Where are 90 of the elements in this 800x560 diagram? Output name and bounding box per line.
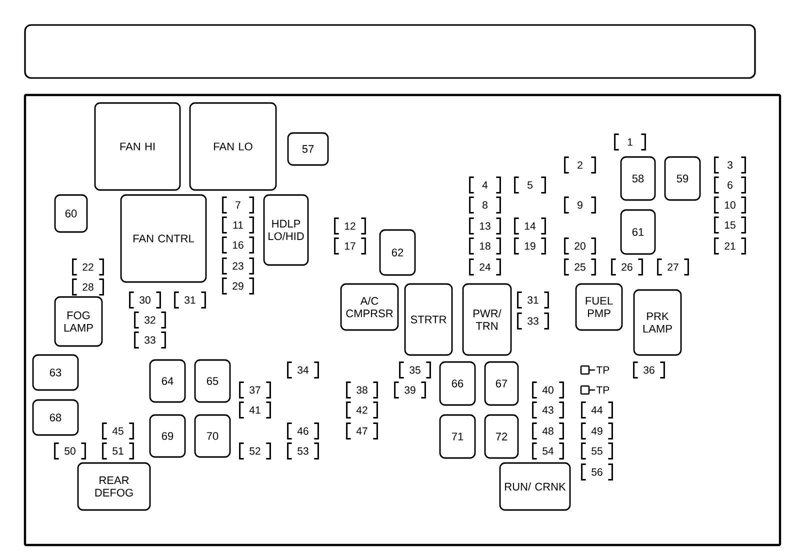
fuse: 49 bbox=[581, 422, 613, 440]
fuse: 33 bbox=[517, 312, 549, 330]
fuse: 36 bbox=[633, 362, 665, 378]
fuse: 21 bbox=[714, 238, 746, 254]
fuse: 20 bbox=[564, 238, 596, 254]
relay-box: 61 bbox=[620, 209, 656, 255]
fuse: 34 bbox=[287, 362, 319, 378]
relay-box: 63 bbox=[32, 354, 79, 391]
relay-box: FAN LO bbox=[189, 102, 277, 191]
fuse: 54 bbox=[532, 442, 564, 460]
fuse: 40 bbox=[532, 382, 564, 398]
fuse: 6 bbox=[714, 176, 746, 194]
fuse: 41 bbox=[239, 402, 271, 418]
fuse: 5 bbox=[514, 176, 546, 194]
fuse: 24 bbox=[469, 258, 501, 276]
fuse: 37 bbox=[239, 382, 271, 398]
fuse: 32 bbox=[134, 312, 166, 328]
relay-box: 72 bbox=[484, 414, 519, 459]
cover-box bbox=[24, 24, 756, 79]
fuse: 7 bbox=[222, 196, 254, 214]
fuse: 28 bbox=[72, 278, 104, 296]
fuse: 25 bbox=[564, 258, 596, 276]
relay-box: PRK LAMP bbox=[633, 289, 682, 356]
fuse: 16 bbox=[222, 236, 254, 254]
relay-box: FUEL PMP bbox=[575, 283, 623, 331]
relay-box: 68 bbox=[32, 399, 79, 436]
fuse: 45 bbox=[102, 422, 134, 440]
fuse: 47 bbox=[346, 422, 378, 440]
test-point-label: TP bbox=[596, 386, 610, 394]
relay-box: 62 bbox=[379, 229, 416, 276]
relay-box: 64 bbox=[149, 359, 186, 403]
fuse: 12 bbox=[334, 218, 366, 234]
fuse: 35 bbox=[399, 362, 431, 378]
fuse: 3 bbox=[714, 156, 746, 174]
fuse: 22 bbox=[72, 258, 104, 276]
relay-box: 71 bbox=[439, 414, 476, 459]
relay-box: FOG LAMP bbox=[54, 296, 103, 347]
fuse: 30 bbox=[129, 292, 161, 308]
fuse: 8 bbox=[469, 196, 501, 214]
fuse: 1 bbox=[614, 134, 646, 150]
fuse: 19 bbox=[514, 238, 546, 254]
fuse: 53 bbox=[287, 442, 319, 460]
relay-box: 58 bbox=[620, 156, 656, 201]
fuse: 50 bbox=[54, 442, 86, 460]
fuse: 42 bbox=[346, 402, 378, 418]
relay-box: HDLP LO/HID bbox=[263, 194, 309, 266]
fuse: 26 bbox=[611, 258, 643, 276]
relay-box: STRTR bbox=[404, 283, 453, 356]
relay-box: 65 bbox=[194, 359, 231, 403]
fuse: 33 bbox=[134, 332, 166, 348]
relay-box: FAN CNTRL bbox=[120, 194, 207, 283]
fuse: 31 bbox=[174, 292, 206, 308]
fuse: 48 bbox=[532, 422, 564, 440]
fuse: 13 bbox=[469, 218, 501, 234]
fuse: 10 bbox=[714, 196, 746, 214]
relay-box: 60 bbox=[54, 194, 88, 233]
fuse: 15 bbox=[714, 216, 746, 234]
fuse: 23 bbox=[222, 258, 254, 274]
fuse: 27 bbox=[657, 258, 689, 276]
fuse: 51 bbox=[102, 442, 134, 460]
fuse: 14 bbox=[514, 218, 546, 234]
fuse: 18 bbox=[469, 238, 501, 254]
fuse: 38 bbox=[346, 382, 378, 398]
fuse: 2 bbox=[564, 156, 596, 174]
relay-box: 67 bbox=[484, 361, 519, 406]
relay-box: 69 bbox=[149, 414, 186, 458]
fuse: 43 bbox=[532, 402, 564, 418]
fuse: 9 bbox=[564, 196, 596, 214]
fuse: 31 bbox=[517, 292, 549, 308]
fuse: 44 bbox=[581, 402, 613, 418]
fuse: 11 bbox=[222, 216, 254, 234]
fuse: 17 bbox=[334, 238, 366, 254]
test-point-label: TP bbox=[596, 366, 610, 374]
relay-box: 59 bbox=[664, 156, 701, 201]
relay-box: RUN/ CRNK bbox=[499, 462, 571, 511]
relay-box: FAN HI bbox=[94, 102, 181, 191]
relay-box: PWR/ TRN bbox=[462, 283, 512, 356]
fuse: 46 bbox=[287, 422, 319, 440]
panel-frame bbox=[24, 94, 782, 546]
fuse: 39 bbox=[394, 382, 426, 398]
fuse: 52 bbox=[239, 442, 271, 460]
fuse: 29 bbox=[222, 278, 254, 294]
fuse: 56 bbox=[581, 464, 613, 480]
fuse: 4 bbox=[469, 176, 501, 194]
relay-box: 66 bbox=[439, 361, 476, 406]
fuse: 55 bbox=[581, 442, 613, 460]
relay-box: 70 bbox=[194, 414, 231, 458]
relay-box: REAR DEFOG bbox=[77, 462, 151, 511]
relay-box: A/C CMPRSR bbox=[340, 283, 399, 331]
relay-box: 57 bbox=[287, 132, 329, 166]
